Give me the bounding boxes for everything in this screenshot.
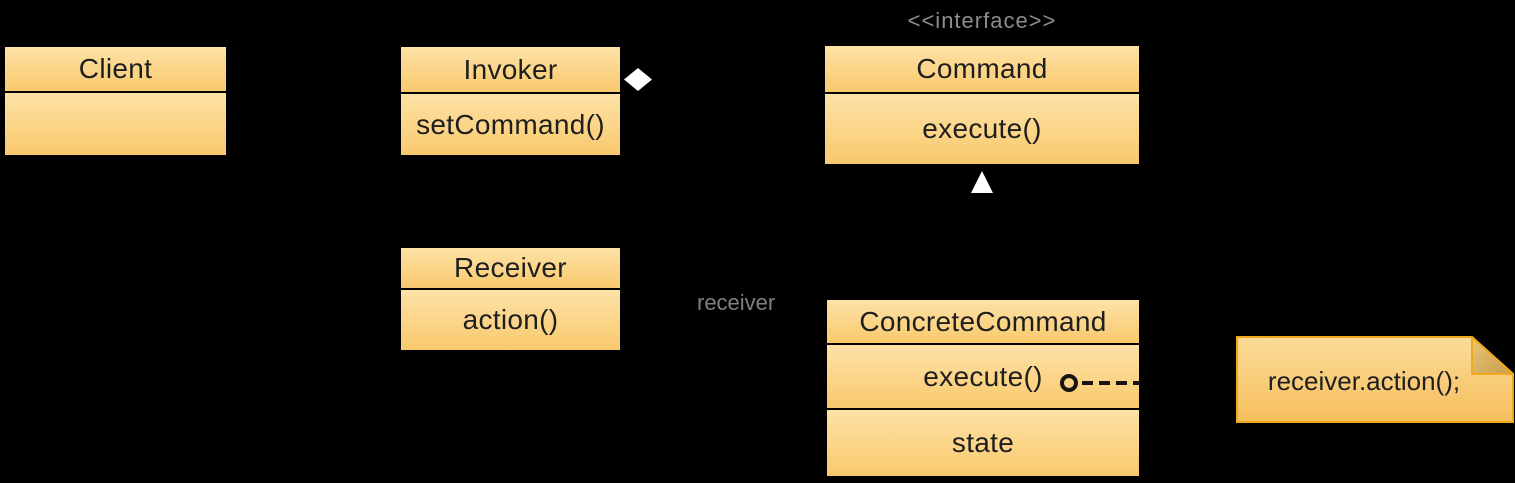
- class-box-client: Client: [3, 45, 228, 157]
- class-member: action(): [401, 288, 620, 350]
- class-title: ConcreteCommand: [827, 300, 1139, 343]
- class-member: state: [827, 408, 1139, 476]
- class-box-concrete-command: ConcreteCommand execute() state: [825, 298, 1141, 478]
- generalization-arrow-icon: [971, 171, 993, 193]
- class-member: setCommand(): [401, 92, 620, 155]
- class-member: execute(): [827, 343, 1139, 408]
- class-title: Receiver: [401, 248, 620, 288]
- note-shape: [1236, 336, 1514, 423]
- class-title: Invoker: [401, 47, 620, 92]
- note-folded-corner-icon: [1471, 336, 1514, 375]
- receiver-role-label: receiver: [697, 290, 776, 315]
- note-connector-circle-icon: [1060, 374, 1078, 392]
- class-box-receiver: Receiver action(): [399, 246, 622, 352]
- class-title: Client: [5, 47, 226, 91]
- class-body-empty: [5, 91, 226, 155]
- interface-stereotype-label: <<interface>>: [907, 8, 1057, 33]
- class-member: execute(): [825, 92, 1139, 164]
- class-box-command: Command execute(): [823, 44, 1141, 166]
- note-connector-dashed-line: [1082, 381, 1140, 385]
- aggregation-diamond-icon: [624, 68, 652, 91]
- class-box-invoker: Invoker setCommand(): [399, 45, 622, 157]
- note-text: receiver.action();: [1267, 366, 1461, 396]
- class-title: Command: [825, 46, 1139, 92]
